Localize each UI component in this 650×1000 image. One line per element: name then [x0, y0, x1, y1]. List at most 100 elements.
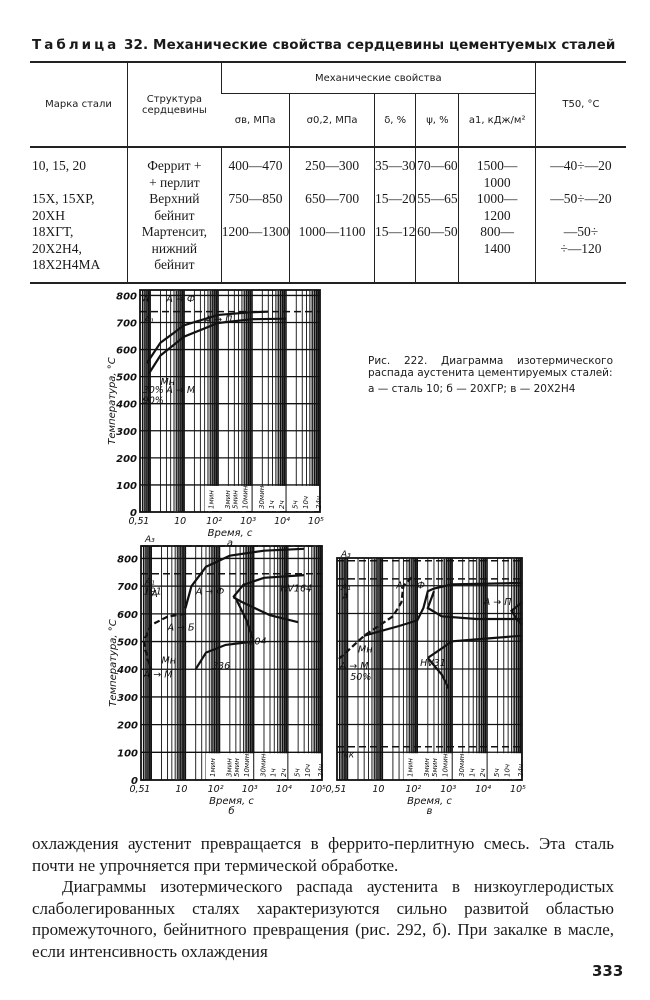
- table-title: Таблица 32. Механические свойства сердце…: [32, 37, 615, 53]
- x-axis-label: Время, с: [208, 528, 253, 539]
- grid-dense-band: [209, 546, 214, 780]
- x-tick-label: 10⁵: [510, 784, 526, 795]
- time-marks-band: [204, 485, 319, 511]
- header-sigma-02: σ0,2, МПа: [289, 93, 375, 147]
- grid-dense-band: [243, 546, 248, 780]
- time-mark-label: 30мин: [259, 753, 267, 777]
- x-tick-label: 10²: [405, 784, 421, 795]
- region-label: 191: [144, 586, 162, 597]
- y-tick-label: 200: [117, 721, 138, 732]
- curve-ferrite-nose-lower: [232, 596, 299, 624]
- region-label: A: [142, 294, 150, 305]
- region-label: A → M: [339, 661, 369, 672]
- cell-grade-line: 20Х2Н4,: [32, 240, 82, 256]
- y-tick-label: 500: [117, 638, 138, 649]
- cell-sigma-b-line: 400—470: [228, 158, 283, 173]
- grid-dense-band: [173, 290, 179, 512]
- x-tick-label: 10: [174, 516, 186, 527]
- time-mark-label: 1мин: [209, 758, 217, 777]
- x-tick-label: 10²: [206, 516, 222, 527]
- header-psi: ψ, %: [415, 93, 459, 147]
- x-tick-label: 0,5: [128, 516, 143, 527]
- region-label: HV31: [420, 658, 446, 669]
- time-mark-label: 5мин: [431, 758, 439, 777]
- y-tick-label: 100: [116, 481, 137, 492]
- region-label: 336: [212, 661, 230, 672]
- time-mark-label: 2ч: [280, 768, 288, 777]
- grid-dense-band: [277, 546, 282, 780]
- cell-sigma-02-line: 1000—1100: [298, 224, 366, 239]
- y-tick-label: 600: [116, 346, 137, 357]
- cell-a1-line: 1500—: [476, 158, 518, 173]
- x-tick-label: 10³: [240, 516, 256, 527]
- cell-structure-line: нижний: [151, 240, 198, 256]
- x-tick-label: 10⁴: [475, 784, 491, 795]
- y-tick-label: 300: [116, 427, 137, 438]
- region-label: A → M: [165, 385, 195, 396]
- diagram-sublabel: б: [228, 805, 234, 817]
- y-tick-label: 600: [117, 610, 138, 621]
- mechanical-properties-table: Марка стали Структура сердцевины Механич…: [30, 61, 626, 284]
- x-tick-label: 1: [340, 784, 346, 795]
- x-tick-label: 0,5: [325, 784, 340, 795]
- caption-text: Рис. 222. Диаграмма изотермического расп…: [368, 355, 613, 379]
- diagram-sublabel: в: [427, 806, 433, 817]
- y-tick-label: 400: [116, 665, 138, 676]
- time-mark-label: 24ч: [315, 496, 323, 509]
- y-tick-label: 400: [115, 400, 137, 411]
- plot-frame: [140, 545, 323, 781]
- cell-grade-line: 20ХН: [32, 207, 65, 223]
- x-tick-label: 10²: [208, 784, 224, 795]
- cell-sigma-b: 400—470 750—850 1200—1300: [220, 147, 290, 283]
- x-tick-label: 1: [143, 516, 149, 527]
- x-tick-label: 10: [175, 784, 187, 795]
- time-mark-label: 24ч: [517, 764, 525, 777]
- time-mark-label: 3мин: [225, 758, 233, 777]
- curve-ferrite-nose-upper: [232, 574, 305, 598]
- x-axis-label: Время, с: [407, 796, 452, 807]
- x-tick-label: 10: [372, 784, 384, 795]
- cell-structure-line: Феррит +: [147, 158, 202, 173]
- cell-sigma-b-line: 1200—1300: [221, 224, 290, 239]
- region-label: A → П: [204, 314, 233, 325]
- time-marks-band: [205, 753, 321, 779]
- y-tick-label: 100: [117, 748, 138, 759]
- time-mark-label: 10мин: [441, 753, 449, 777]
- cell-grade-line: 15Х, 15ХР,: [32, 191, 95, 206]
- header-t50: T50, °C: [534, 62, 626, 147]
- curve-end: [147, 317, 287, 375]
- time-mark-label: 5мин: [233, 758, 241, 777]
- y-tick-label: 800: [116, 291, 137, 302]
- y-tick-label: 300: [117, 693, 138, 704]
- cell-a1-line: 800—: [480, 224, 515, 239]
- grid-dense-band: [311, 546, 316, 780]
- page-number: 333: [592, 962, 624, 980]
- time-marks-band: [403, 753, 521, 779]
- region-label: 90%: [143, 396, 164, 407]
- time-mark-label: 24ч: [317, 764, 325, 777]
- curve-bainite-start: [142, 612, 186, 670]
- y-tick-label: 200: [116, 454, 137, 465]
- curve-pearlite: [234, 598, 255, 642]
- region-label: 30%: [143, 385, 164, 396]
- grid-dense-band: [309, 290, 314, 512]
- time-mark-label: 1мин: [407, 758, 415, 777]
- time-mark-label: 10мин: [242, 485, 250, 509]
- grid-dense-band: [241, 290, 246, 512]
- time-mark-label: 5ч: [294, 768, 302, 777]
- region-label: Mн: [358, 644, 372, 655]
- region-label: A → Ф: [195, 586, 225, 597]
- time-mark-label: 10мин: [243, 753, 251, 777]
- cell-delta-line: 15—12: [374, 224, 416, 239]
- y-tick-label: 0: [131, 776, 138, 787]
- curve-pearlite: [426, 590, 522, 621]
- region-label: 304: [248, 636, 266, 647]
- curve-pearlite-nose: [510, 601, 523, 626]
- critical-line-label: A₁: [340, 583, 351, 593]
- y-axis-label: Температура, °С: [108, 619, 119, 707]
